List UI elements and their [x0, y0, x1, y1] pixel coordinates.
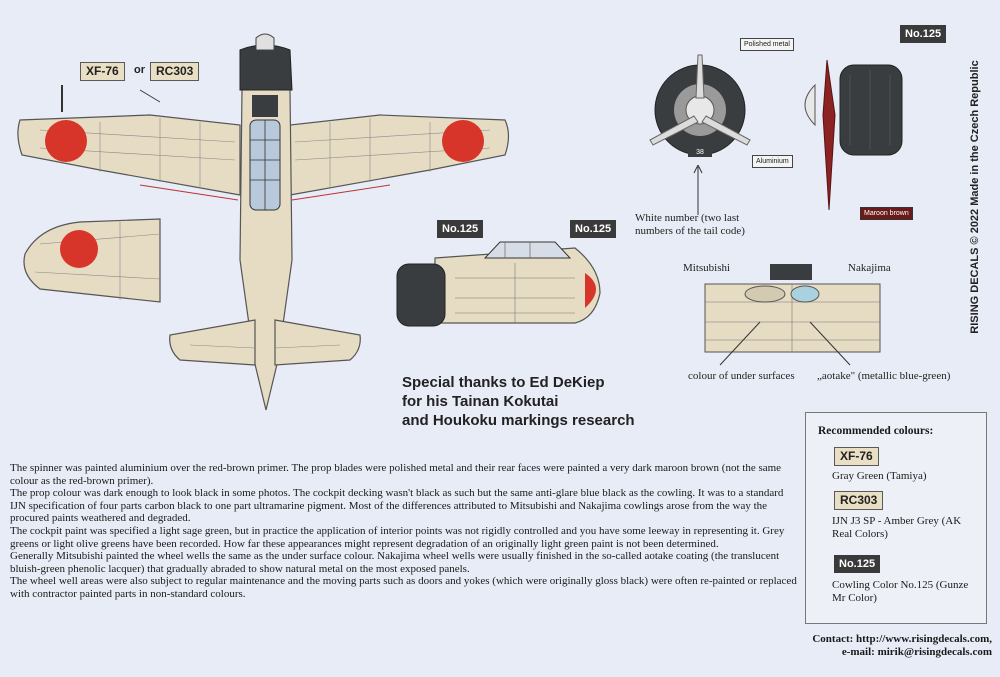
no125-tag-deck: No.125: [570, 220, 617, 238]
wingtip-hinomaru: [60, 230, 98, 268]
thanks-block: Special thanks to Ed DeKiep for his Tain…: [402, 374, 635, 429]
aluminium-tag: Aluminium: [752, 155, 793, 168]
paint-notes: The spinner was painted aluminium over t…: [10, 462, 800, 601]
nose-side-drawing: [396, 241, 601, 327]
under-surfaces-label: colour of under surfaces: [688, 370, 795, 382]
wheel-well-drawing: [704, 264, 881, 353]
mitsubishi-label: Mitsubishi: [683, 262, 731, 274]
colour-desc: Cowling Color No.125 (Gunze Mr Color): [832, 579, 969, 604]
colour-code-tag: No.125: [834, 555, 881, 573]
note-paragraph: The wheel well areas were also subject t…: [10, 575, 797, 600]
colours-title: Recommended colours:: [818, 425, 934, 437]
note-paragraph: Generally Mitsubishi painted the wheel w…: [10, 550, 780, 575]
prop-side-drawing: [804, 59, 903, 211]
contact-email[interactable]: e-mail: mirik@risingdecals.com: [841, 645, 992, 658]
rc303-tag: RC303: [150, 62, 200, 81]
no125-tag-cowl: No.125: [900, 25, 947, 43]
spinner: [255, 33, 275, 51]
note-paragraph: The prop colour was dark enough to look …: [10, 487, 784, 525]
left-hinomaru: [45, 120, 87, 162]
contact-block: Contact: http://www.risingdecals.com, e-…: [770, 633, 992, 658]
colour-code-tag: XF-76: [834, 447, 879, 466]
right-hinomaru: [442, 120, 484, 162]
note-paragraph: The cockpit paint was specified a light …: [10, 524, 785, 550]
white-number-note: White number (two last numbers of the ta…: [635, 212, 745, 237]
prop-front-drawing: 38: [649, 54, 751, 157]
no125-tag-nose: No.125: [437, 220, 484, 238]
maroon-brown-tag: Maroon brown: [860, 207, 913, 220]
or-label: or: [134, 64, 145, 76]
note-paragraph: The spinner was painted aluminium over t…: [10, 462, 782, 487]
vertical-credit: RISING DECALS © 2022 Made in the Czech R…: [969, 59, 981, 334]
recommended-colours-box: Recommended colours: XF-76 Gray Green (T…: [805, 412, 987, 624]
wingtip-detail-drawing: [23, 218, 161, 303]
plan-view-drawing: [17, 33, 510, 411]
colour-desc: Gray Green (Tamiya): [832, 470, 927, 482]
right-stabilizer: [274, 319, 361, 366]
polished-metal-tag: Polished metal: [740, 38, 794, 51]
nakajima-label: Nakajima: [848, 262, 891, 274]
cowling: [239, 44, 293, 91]
colour-code-tag: RC303: [834, 491, 884, 510]
colour-desc: IJN J3 SP - Amber Grey (AK Real Colors): [832, 515, 962, 540]
cowl-number-text: 38: [696, 149, 704, 156]
contact-website[interactable]: Contact: http://www.risingdecals.com,: [812, 633, 992, 645]
xf76-tag: XF-76: [80, 62, 125, 81]
aotake-label: „aotake" (metallic blue-green): [817, 370, 951, 382]
left-stabilizer: [169, 319, 256, 366]
